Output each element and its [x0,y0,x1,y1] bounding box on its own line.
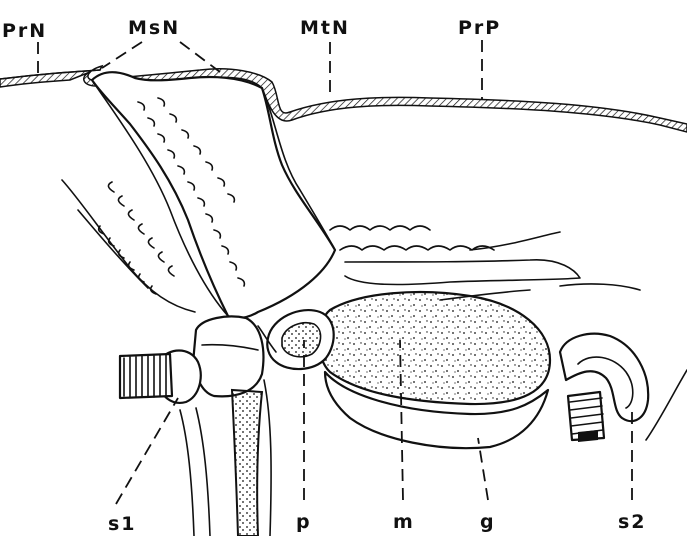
right-contour [646,370,687,440]
coxa-left [194,317,264,397]
lower-left-contours [180,408,210,536]
muscle-m [319,292,550,404]
label-g: g [480,511,496,533]
furca-outer [264,380,271,536]
label-PrP: PrP [458,17,501,39]
label-s1: s1 [108,513,137,535]
label-MsN: MsN [128,17,180,39]
s2-opening [578,430,598,442]
posterior-muscle-bands [330,226,640,300]
label-MtN: MtN [300,17,350,39]
label-p: p [296,511,312,533]
label-m: m [393,511,415,533]
spiracle-s1 [120,354,172,398]
label-PrN: PrN [2,20,47,42]
furca [232,390,262,536]
spiracle-s2 [560,334,648,442]
label-s2: s2 [618,511,647,533]
